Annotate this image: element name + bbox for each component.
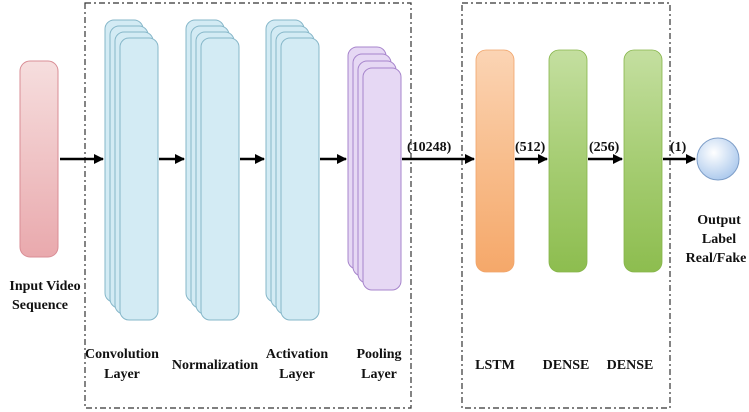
dim-label-pool-lstm: (10248) — [407, 140, 452, 155]
pool-label-line1: Pooling — [356, 347, 401, 362]
input-video-block — [19, 60, 59, 258]
dense-block-2 — [623, 49, 663, 273]
output-label-line2: Label — [702, 232, 736, 247]
conv-label-line1: Convolution — [85, 347, 159, 362]
lstm-label: LSTM — [475, 358, 515, 373]
pool-label-line2: Layer — [361, 367, 397, 382]
act-label-line1: Activation — [266, 347, 328, 362]
activation-layer-stack — [265, 19, 320, 321]
dim-label-output: (1) — [670, 140, 687, 155]
dim-label-dense-dense: (256) — [589, 140, 620, 155]
output-label-line3: Real/Fake — [686, 251, 747, 266]
convolution-layer-stack — [104, 19, 159, 321]
lstm-block — [475, 49, 515, 273]
dense-block-1 — [548, 49, 588, 273]
sequence-model-group — [461, 2, 671, 409]
act-label-line2: Layer — [279, 367, 315, 382]
conv-label-line2: Layer — [104, 367, 140, 382]
output-label-line1: Output — [697, 213, 741, 228]
dense1-label: DENSE — [543, 358, 590, 373]
pooling-layer-stack — [347, 46, 402, 291]
feature-extraction-group — [84, 2, 412, 409]
input-label-line1: Input Video — [9, 279, 80, 294]
input-label-line2: Sequence — [12, 298, 68, 313]
dense2-label: DENSE — [607, 358, 654, 373]
output-node — [696, 137, 740, 181]
norm-label: Normalization — [172, 358, 259, 373]
dim-label-lstm-dense: (512) — [515, 140, 546, 155]
normalization-stack — [185, 19, 240, 321]
